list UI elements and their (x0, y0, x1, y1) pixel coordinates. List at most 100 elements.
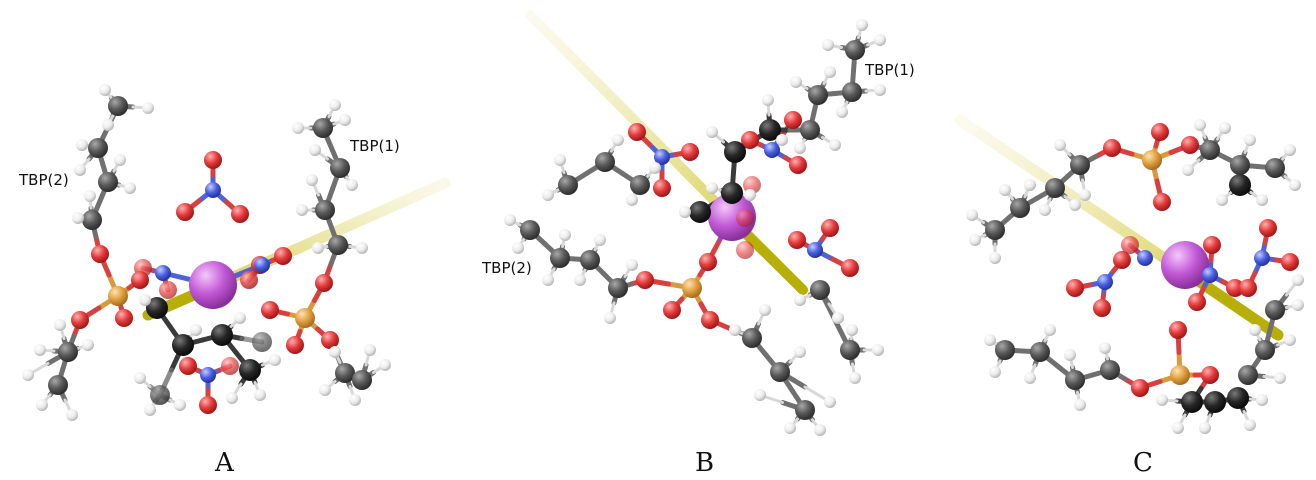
carbon-atom (1070, 155, 1090, 175)
hydrogen-atom (1284, 144, 1296, 156)
oxygen-atom (1188, 293, 1206, 311)
hydrogen-atom (319, 384, 331, 396)
hydrogen-atom (144, 404, 156, 416)
panel-c-caption: C (1133, 448, 1153, 475)
hydrogen-atom (504, 214, 516, 226)
oxygen-atom (1153, 193, 1171, 211)
carbon-atom (1030, 342, 1050, 362)
panel-a-molecule (22, 84, 391, 421)
nitrogen-atom (1202, 267, 1218, 283)
oxygen-atom (204, 151, 222, 169)
hydrogen-atom (594, 234, 606, 246)
oxygen-atom (1226, 279, 1244, 297)
hydrogen-atom (1054, 139, 1066, 151)
oxygen-atom (131, 271, 149, 289)
panel-b-molecule (504, 19, 886, 436)
carbon-atom (795, 400, 815, 420)
nitrogen-atom (807, 242, 823, 258)
panel-c-molecule (966, 119, 1304, 434)
hydrogen-atom (1194, 119, 1206, 131)
phosphorus-atom (108, 286, 128, 306)
hydrogen-atom (612, 134, 624, 146)
oxygen-atom (681, 143, 699, 161)
hydrogen-atom (339, 114, 351, 126)
carbon-atom (146, 297, 168, 319)
carbon-atom (335, 363, 355, 383)
hydrogen-atom (1044, 324, 1056, 336)
carbon-atom (608, 278, 628, 298)
hydrogen-atom (234, 312, 246, 324)
carbon-atom (252, 332, 272, 352)
hydrogen-atom (346, 179, 358, 191)
hydrogen-atom (82, 339, 94, 351)
hydrogen-atom (34, 344, 46, 356)
carbon-atom (595, 152, 615, 172)
hydrogen-atom (269, 354, 281, 366)
oxygen-atom (821, 219, 839, 237)
nitrogen-atom (654, 149, 670, 165)
oxygen-atom (789, 156, 807, 174)
metal-atom (708, 193, 756, 241)
hydrogen-atom (1064, 349, 1076, 361)
hydrogen-atom (349, 394, 361, 406)
hydrogen-atom (744, 189, 756, 201)
hydrogen-atom (966, 209, 978, 221)
oxygen-atom (841, 259, 859, 277)
carbon-atom (689, 201, 711, 223)
hydrogen-atom (1292, 274, 1304, 286)
hydrogen-atom (542, 189, 554, 201)
panel-b-caption: B (695, 448, 714, 475)
carbon-atom (328, 235, 348, 255)
carbon-atom (82, 210, 102, 230)
carbon-atom (759, 119, 781, 141)
hydrogen-atom (824, 396, 836, 408)
hydrogen-atom (356, 242, 368, 254)
hydrogen-atom (824, 66, 836, 78)
carbon-atom (1229, 174, 1251, 196)
oxygen-atom (741, 131, 759, 149)
oxygen-atom (1093, 299, 1111, 317)
metal-atom (189, 261, 237, 309)
oxygen-atom (1151, 123, 1169, 141)
oxygen-atom (784, 111, 802, 129)
hydrogen-atom (1219, 122, 1231, 134)
oxygen-atom (71, 311, 89, 329)
oxygen-atom (1103, 139, 1121, 157)
hydrogen-atom (329, 99, 341, 111)
hydrogen-atom (1249, 324, 1261, 336)
hydrogen-atom (874, 34, 886, 46)
hydrogen-atom (542, 274, 554, 286)
hydrogen-atom (364, 344, 376, 356)
hydrogen-atom (754, 389, 766, 401)
hydrogen-atom (1256, 194, 1268, 206)
hydrogen-atom (849, 372, 861, 384)
oxygen-atom (1113, 251, 1131, 269)
hydrogen-atom (72, 212, 84, 224)
hydrogen-atom (759, 304, 771, 316)
oxygen-atom (1181, 136, 1199, 154)
oxygen-atom (701, 311, 719, 329)
nitrogen-atom (155, 265, 171, 281)
hydrogen-atom (76, 139, 88, 151)
oxygen-atom (628, 123, 646, 141)
hydrogen-atom (254, 389, 266, 401)
carbon-atom (1200, 140, 1220, 160)
hydrogen-atom (1216, 194, 1228, 206)
hydrogen-atom (174, 399, 186, 411)
hydrogen-atom (114, 154, 126, 166)
carbon-atom (172, 334, 194, 356)
hydrogen-atom (1099, 342, 1111, 354)
hydrogen-atom (1039, 204, 1051, 216)
carbon-atom (1181, 391, 1203, 413)
carbon-atom (108, 96, 128, 116)
oxygen-atom (736, 209, 754, 227)
carbon-atom (845, 40, 865, 60)
hydrogen-atom (1289, 179, 1301, 191)
hydrogen-atom (102, 119, 114, 131)
phosphorus-atom (1142, 150, 1162, 170)
hydrogen-atom (66, 409, 78, 421)
carbon-atom (315, 200, 335, 220)
carbon-atom (1230, 155, 1250, 175)
oxygen-atom (261, 301, 279, 319)
